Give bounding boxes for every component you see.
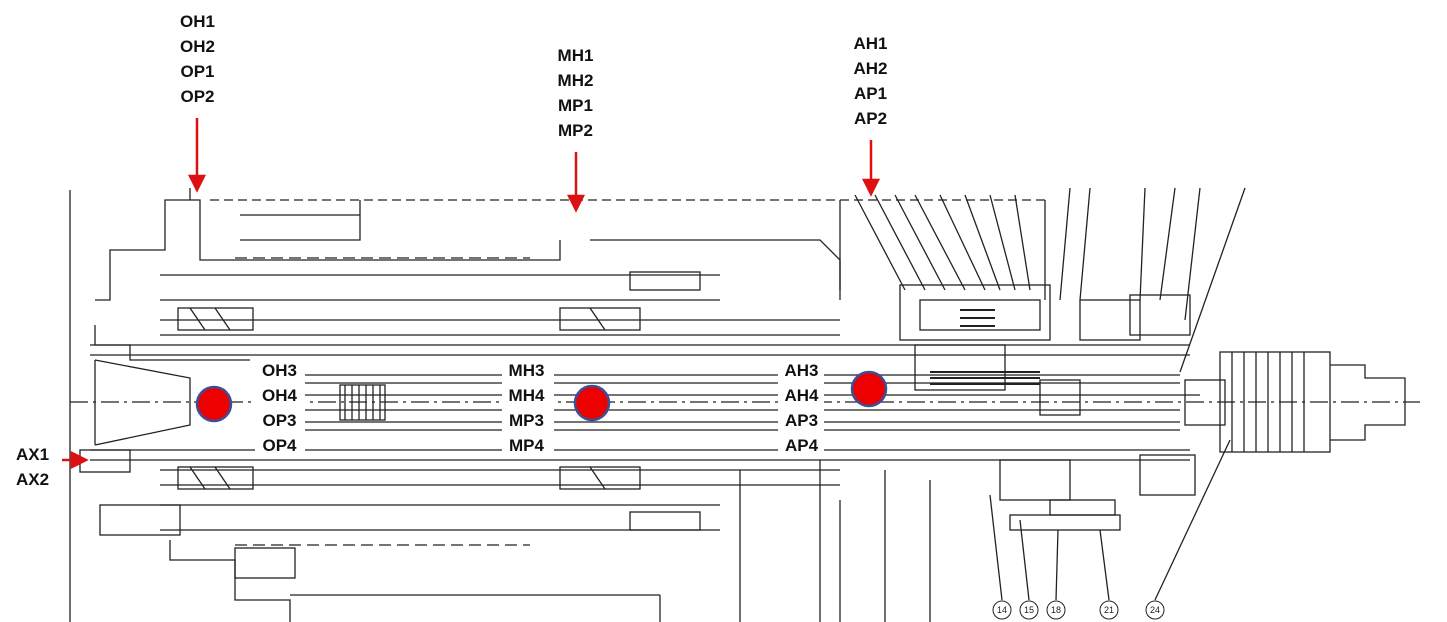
- label-mh2: MH2: [557, 71, 594, 90]
- label-oh3: OH3: [262, 361, 297, 380]
- marker-rear: [850, 370, 888, 408]
- sensor-arrows: [62, 118, 881, 470]
- label-group-axial: AX1 AX2: [5, 442, 60, 492]
- label-mh3: MH3: [508, 361, 545, 380]
- label-ap2: AP2: [853, 109, 888, 128]
- arrow-axial-head: [70, 450, 89, 470]
- callout-21: 21: [1104, 605, 1114, 615]
- callout-24: 24: [1150, 605, 1160, 615]
- label-ax2: AX2: [15, 470, 50, 489]
- marker-front: [195, 385, 233, 423]
- label-ah4: AH4: [784, 386, 819, 405]
- label-ap3: AP3: [784, 411, 819, 430]
- label-mp1: MP1: [558, 96, 593, 115]
- label-mp4: MP4: [509, 436, 544, 455]
- label-ax1: AX1: [15, 445, 50, 464]
- label-mh1: MH1: [557, 46, 594, 65]
- marker-middle: [573, 384, 611, 422]
- callout-circle-18: [1046, 600, 1066, 620]
- callout-circle-14: [992, 600, 1012, 620]
- callout-15: 15: [1024, 605, 1034, 615]
- hatched-sleeve: [930, 309, 1040, 385]
- label-ap4: AP4: [784, 436, 819, 455]
- label-op4: OP4: [262, 436, 297, 455]
- label-mp3: MP3: [509, 411, 544, 430]
- measurement-markers: [195, 370, 888, 423]
- callout-18: 18: [1051, 605, 1061, 615]
- label-oh1: OH1: [180, 12, 215, 31]
- arrow-middle-radial-head: [566, 194, 586, 213]
- label-group-front-top: OH1 OH2 OP1 OP2: [170, 9, 225, 109]
- label-oh4: OH4: [262, 386, 297, 405]
- label-group-rear-mid: AH3 AH4 AP3 AP4: [774, 358, 829, 458]
- label-group-rear-top: AH1 AH2 AP1 AP2: [843, 31, 898, 131]
- label-op3: OP3: [262, 411, 297, 430]
- callout-14: 14: [997, 605, 1007, 615]
- label-ah3: AH3: [784, 361, 819, 380]
- label-group-middle-mid: MH3 MH4 MP3 MP4: [499, 358, 554, 458]
- callout-numbers: 14 15 18 21 24: [997, 605, 1160, 615]
- label-group-middle-top: MH1 MH2 MP1 MP2: [548, 43, 603, 143]
- callout-circle-24: [1145, 600, 1165, 620]
- label-op1: OP1: [180, 62, 215, 81]
- label-oh2: OH2: [180, 37, 215, 56]
- label-group-front-mid: OH3 OH4 OP3 OP4: [252, 358, 307, 458]
- label-op2: OP2: [180, 87, 215, 106]
- label-mp2: MP2: [558, 121, 593, 140]
- spindle-linework: [69, 187, 1420, 622]
- callout-circle-15: [1019, 600, 1039, 620]
- label-ap1: AP1: [853, 84, 888, 103]
- label-mh4: MH4: [508, 386, 545, 405]
- callout-circle-21: [1099, 600, 1119, 620]
- label-ah1: AH1: [853, 34, 888, 53]
- label-ah2: AH2: [853, 59, 888, 78]
- arrow-front-radial-head: [187, 174, 207, 193]
- callout-circles: [992, 600, 1165, 620]
- arrow-rear-radial-head: [861, 178, 881, 197]
